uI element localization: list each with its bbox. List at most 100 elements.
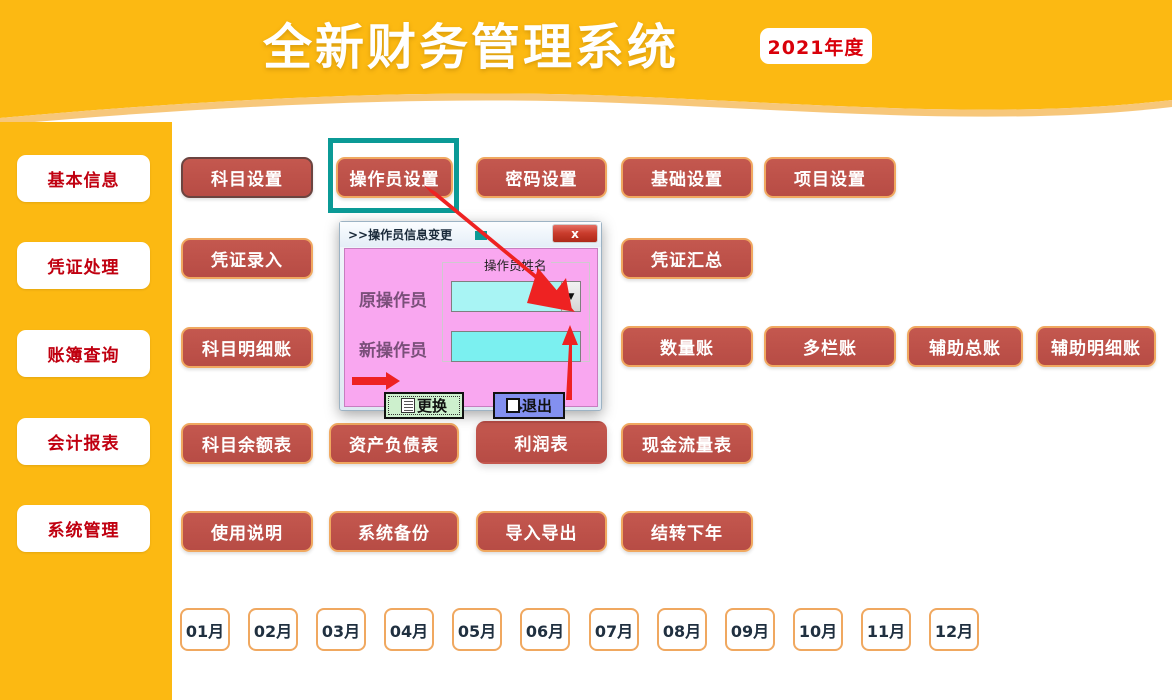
button-label: 结转下年 bbox=[651, 524, 723, 544]
button-password-settings[interactable]: 密码设置 bbox=[476, 157, 607, 198]
header-wave-background bbox=[0, 0, 1172, 125]
month-label: 05月 bbox=[457, 621, 497, 641]
button-income-statement[interactable]: 利润表 bbox=[476, 421, 607, 464]
sidebar: 基本信息 凭证处理 账簿查询 会计报表 系统管理 bbox=[0, 122, 172, 700]
year-badge-label: 2021年度 bbox=[767, 36, 865, 59]
old-operator-label: 原操作员 bbox=[359, 291, 427, 311]
button-voucher-summary[interactable]: 凭证汇总 bbox=[621, 238, 753, 279]
button-label: 项目设置 bbox=[794, 170, 866, 190]
month-label: 06月 bbox=[525, 621, 565, 641]
change-button-label: 更换 bbox=[416, 397, 447, 415]
month-button-06[interactable]: 06月 bbox=[520, 608, 570, 651]
sidebar-item-basic-info[interactable]: 基本信息 bbox=[17, 155, 150, 202]
month-button-11[interactable]: 11月 bbox=[861, 608, 911, 651]
month-label: 08月 bbox=[662, 621, 702, 641]
sidebar-item-system-admin[interactable]: 系统管理 bbox=[17, 505, 150, 552]
button-label: 科目设置 bbox=[211, 170, 283, 190]
month-label: 04月 bbox=[389, 621, 429, 641]
old-operator-combo[interactable]: ▼ bbox=[451, 281, 581, 312]
exit-button-label: 退出 bbox=[521, 397, 552, 415]
operator-name-group-label: 操作员姓名 bbox=[480, 255, 551, 274]
button-label: 系统备份 bbox=[358, 524, 430, 544]
button-voucher-entry[interactable]: 凭证录入 bbox=[181, 238, 313, 279]
month-label: 02月 bbox=[253, 621, 293, 641]
button-label: 数量账 bbox=[660, 339, 714, 359]
month-label: 11月 bbox=[866, 621, 906, 641]
button-trial-balance[interactable]: 科目余额表 bbox=[181, 423, 313, 464]
month-label: 12月 bbox=[934, 621, 974, 641]
month-button-04[interactable]: 04月 bbox=[384, 608, 434, 651]
button-label: 资产负债表 bbox=[349, 436, 439, 456]
month-button-08[interactable]: 08月 bbox=[657, 608, 707, 651]
sidebar-item-label: 账簿查询 bbox=[47, 346, 120, 366]
button-label: 基础设置 bbox=[651, 170, 723, 190]
document-icon bbox=[400, 398, 415, 413]
close-icon[interactable]: x bbox=[552, 224, 598, 243]
dialog-title: >>操作员信息变更 bbox=[348, 228, 453, 242]
month-button-10[interactable]: 10月 bbox=[793, 608, 843, 651]
year-badge: 2021年度 bbox=[760, 28, 872, 64]
button-label: 密码设置 bbox=[505, 170, 578, 190]
dialog-teal-marker-icon bbox=[475, 231, 487, 240]
month-label: 03月 bbox=[321, 621, 361, 641]
button-label: 凭证汇总 bbox=[651, 251, 723, 271]
focus-outline bbox=[388, 396, 460, 415]
sidebar-item-voucher-process[interactable]: 凭证处理 bbox=[17, 242, 150, 289]
exit-button[interactable]: 退出 bbox=[493, 392, 565, 419]
month-button-07[interactable]: 07月 bbox=[589, 608, 639, 651]
button-label: 多栏账 bbox=[803, 339, 857, 359]
operator-change-dialog: >>操作员信息变更 x 操作员姓名 原操作员 ▼ 新操作员 更换 退出 bbox=[339, 221, 602, 419]
button-label: 操作员设置 bbox=[349, 170, 440, 190]
sidebar-item-label: 系统管理 bbox=[47, 521, 120, 541]
button-label: 科目明细账 bbox=[202, 340, 292, 360]
month-label: 10月 bbox=[798, 621, 838, 641]
change-button[interactable]: 更换 bbox=[384, 392, 464, 419]
button-label: 使用说明 bbox=[211, 524, 283, 544]
month-button-03[interactable]: 03月 bbox=[316, 608, 366, 651]
button-subject-detail-ledger[interactable]: 科目明细账 bbox=[181, 327, 313, 368]
button-label: 辅助总账 bbox=[929, 339, 1001, 359]
button-operator-settings[interactable]: 操作员设置 bbox=[336, 157, 453, 198]
page-title: 全新财务管理系统 bbox=[262, 19, 679, 76]
month-button-09[interactable]: 09月 bbox=[725, 608, 775, 651]
sidebar-item-label: 凭证处理 bbox=[47, 258, 120, 278]
chevron-down-icon[interactable]: ▼ bbox=[561, 282, 580, 311]
button-subject-settings[interactable]: 科目设置 bbox=[181, 157, 313, 198]
dialog-body: 操作员姓名 原操作员 ▼ 新操作员 更换 退出 bbox=[344, 248, 598, 419]
month-label: 07月 bbox=[594, 621, 634, 641]
button-cash-flow-statement[interactable]: 现金流量表 bbox=[621, 423, 753, 464]
app-header: 全新财务管理系统 2021年度 bbox=[0, 0, 1172, 128]
button-auxiliary-detail-ledger[interactable]: 辅助明细账 bbox=[1036, 326, 1156, 367]
button-label: 辅助明细账 bbox=[1051, 339, 1141, 359]
button-label: 导入导出 bbox=[505, 524, 578, 544]
month-button-01[interactable]: 01月 bbox=[180, 608, 230, 651]
button-label: 现金流量表 bbox=[642, 436, 732, 456]
month-label: 01月 bbox=[185, 621, 225, 641]
highlight-box-operator-settings bbox=[328, 138, 459, 213]
dialog-title-bar[interactable]: >>操作员信息变更 x bbox=[340, 222, 601, 247]
sidebar-item-ledger-query[interactable]: 账簿查询 bbox=[17, 330, 150, 377]
button-carry-forward-next-year[interactable]: 结转下年 bbox=[621, 511, 753, 552]
button-instructions[interactable]: 使用说明 bbox=[181, 511, 313, 552]
sidebar-item-label: 基本信息 bbox=[47, 171, 120, 191]
button-import-export[interactable]: 导入导出 bbox=[476, 511, 607, 552]
button-balance-sheet[interactable]: 资产负债表 bbox=[329, 423, 459, 464]
month-button-12[interactable]: 12月 bbox=[929, 608, 979, 651]
month-button-05[interactable]: 05月 bbox=[452, 608, 502, 651]
button-system-backup[interactable]: 系统备份 bbox=[329, 511, 459, 552]
exit-door-icon bbox=[505, 398, 523, 413]
month-label: 09月 bbox=[730, 621, 770, 641]
new-operator-label: 新操作员 bbox=[359, 341, 427, 361]
month-button-02[interactable]: 02月 bbox=[248, 608, 298, 651]
button-auxiliary-general-ledger[interactable]: 辅助总账 bbox=[907, 326, 1023, 367]
button-multi-column-ledger[interactable]: 多栏账 bbox=[764, 326, 896, 367]
sidebar-item-label: 会计报表 bbox=[47, 434, 120, 454]
button-project-settings[interactable]: 项目设置 bbox=[764, 157, 896, 198]
button-basic-settings[interactable]: 基础设置 bbox=[621, 157, 753, 198]
sidebar-item-accounting-reports[interactable]: 会计报表 bbox=[17, 418, 150, 465]
button-quantity-ledger[interactable]: 数量账 bbox=[621, 326, 753, 367]
button-label: 科目余额表 bbox=[202, 436, 292, 456]
new-operator-input[interactable] bbox=[451, 331, 581, 362]
button-label: 凭证录入 bbox=[211, 251, 283, 271]
